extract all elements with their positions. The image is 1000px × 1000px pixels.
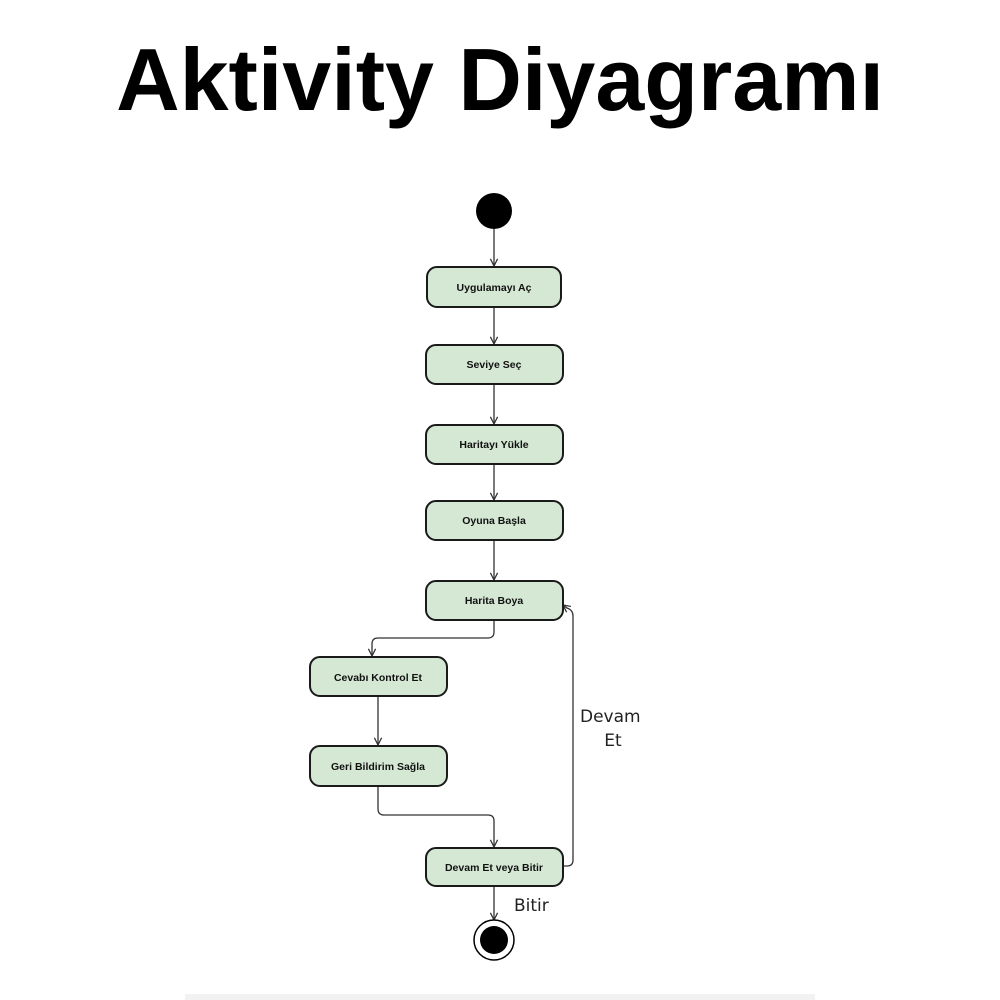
action-open-app-label: Uygulamayı Aç [457,282,532,294]
edge-continue-back-to-paint-map [563,605,574,867]
action-give-feedback: Geri Bildirim Sağla [309,745,448,787]
edge-label-end: Bitir [514,896,549,916]
action-continue-or-end-label: Devam Et veya Bitir [445,862,543,874]
bottom-divider [185,994,815,1000]
action-load-map-label: Haritayı Yükle [459,439,528,451]
action-select-level-label: Seviye Seç [467,359,522,371]
action-select-level: Seviye Seç [425,344,564,385]
action-paint-map-label: Harita Boya [465,595,524,607]
action-give-feedback-label: Geri Bildirim Sağla [331,761,425,773]
action-open-app: Uygulamayı Aç [426,266,562,308]
action-continue-or-end: Devam Et veya Bitir [425,847,564,887]
edge-label-continue: Devam Et [580,707,646,751]
action-check-answer-label: Cevabı Kontrol Et [334,672,423,684]
edge-label-continue-line2: Et [604,731,622,751]
action-load-map: Haritayı Yükle [425,424,564,465]
action-start-game-label: Oyuna Başla [462,515,526,527]
final-node [473,919,515,961]
edges [372,229,574,920]
page-title: Aktivity Diyagramı [116,30,884,129]
edge-paint-map-to-check-answer [372,620,495,656]
initial-node [476,193,512,229]
edge-label-continue-line1: Devam [580,707,641,727]
action-paint-map: Harita Boya [425,580,564,621]
action-start-game: Oyuna Başla [425,500,564,541]
edge-give-feedback-to-continue-or-end [377,786,494,847]
action-check-answer: Cevabı Kontrol Et [309,656,448,697]
